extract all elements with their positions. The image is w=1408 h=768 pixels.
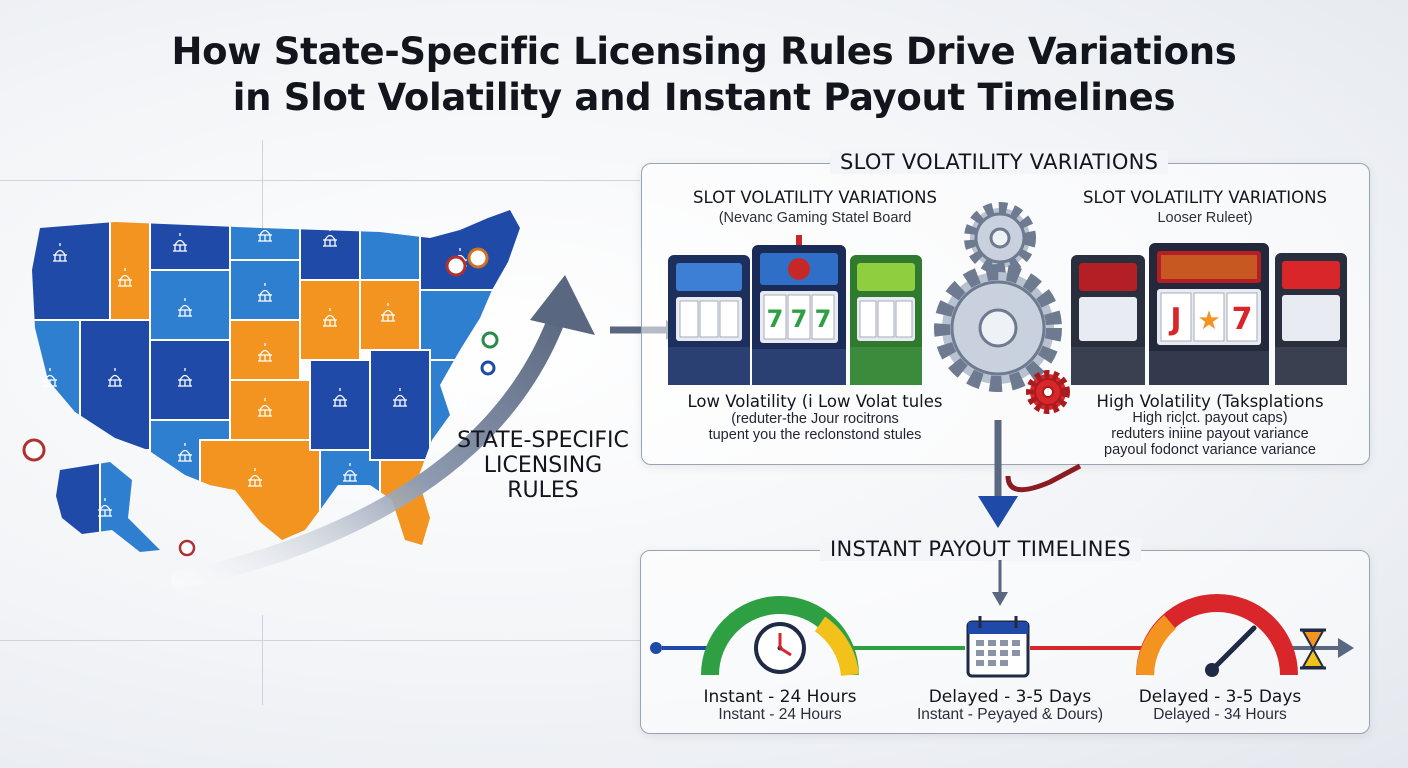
reel-symbol: 7 [767, 305, 784, 333]
low-volatility-caption-title: Low Volatility (i Low Volat tules [687, 392, 943, 411]
reel-symbol: J [1168, 302, 1181, 337]
low-volatility-caption-line: (reduter-the Jour rocitrons [731, 411, 899, 427]
state-seal-icon [445, 255, 467, 277]
slot-machine [1071, 255, 1145, 385]
grid-line [262, 615, 263, 705]
state-seal-icon [178, 539, 196, 557]
state-label-line: STATE-SPECIFIC [457, 428, 629, 453]
payout-item-title: Delayed - 3-5 Days [1138, 687, 1302, 707]
state-licensing-label: STATE-SPECIFIC LICENSING RULES [448, 428, 638, 503]
left-volatility-heading: SLOT VOLATILITY VARIATIONS [693, 188, 937, 207]
slot-machine: 7 7 7 [752, 235, 846, 385]
fast-payout-gauge [701, 596, 859, 677]
swoosh-arrow [171, 275, 595, 589]
map-alaska-region [99, 462, 160, 552]
high-volatility-caption-line: payoul fodonct variance variance [1104, 442, 1316, 458]
high-volatility-caption-line: reduters iniine payout variance [1111, 426, 1309, 442]
payout-panel-title: INSTANT PAYOUT TIMELINES [820, 537, 1141, 561]
page-title-line-2: in Slot Volatility and Instant Payout Ti… [232, 76, 1176, 119]
payout-item-detail: Instant - Peyayed & Dours) [916, 706, 1104, 723]
reel-symbol: 7 [1232, 302, 1253, 337]
payout-item-detail: Instant - 24 Hours [718, 706, 842, 723]
right-volatility-subheading: Looser Ruleet) [1157, 210, 1253, 226]
grid-line [0, 180, 640, 181]
state-seal-icon [481, 331, 499, 349]
us-map [22, 210, 520, 557]
map-state-region [109, 210, 151, 321]
gears-icon [934, 202, 1070, 414]
page-title-line-1: How State-Specific Licensing Rules Drive… [171, 30, 1237, 73]
map-state-region [149, 269, 231, 341]
high-volatility-slot-machines: J ★ 7 [1071, 243, 1347, 385]
map-alaska-region [56, 462, 101, 552]
slot-machine [668, 255, 750, 385]
state-label-line: LICENSING [483, 453, 603, 478]
state-seal-icon [22, 438, 46, 462]
low-volatility-slot-machines: 7 7 7 [668, 235, 922, 385]
right-volatility-heading: SLOT VOLATILITY VARIATIONS [1083, 188, 1327, 207]
slot-machine: J ★ 7 [1149, 243, 1269, 385]
reel-symbol: 7 [791, 305, 808, 333]
calendar-icon [966, 616, 1030, 678]
capitol-icons [43, 223, 467, 517]
grid-line [0, 640, 640, 641]
state-label-line: RULES [507, 478, 579, 503]
left-volatility-subheading: (Nevanc Gaming Statel Board [718, 210, 912, 226]
small-down-arrow [992, 560, 1008, 606]
swoosh-arrow-head [530, 275, 595, 335]
payout-timeline [650, 594, 1354, 678]
state-seal-icon [467, 247, 489, 269]
timeline-start-dot [650, 642, 662, 654]
volatility-panel-title: SLOT VOLATILITY VARIATIONS [830, 150, 1169, 174]
slow-payout-gauge [1136, 594, 1298, 677]
reel-symbol: ★ [1197, 306, 1220, 336]
grid-line [262, 140, 263, 230]
payout-item-detail: Delayed - 34 Hours [1153, 706, 1287, 723]
flow-arrow-down [978, 420, 1082, 528]
hourglass-icon [1300, 628, 1326, 670]
payout-item-title: Instant - 24 Hours [703, 687, 857, 707]
slot-machine [1275, 253, 1347, 385]
reel-symbol: 7 [815, 305, 832, 333]
slot-machine [850, 255, 922, 385]
high-volatility-caption-title: High Volatility (Taksplations [1096, 392, 1324, 411]
high-volatility-caption-line: High ric|ct. payout caps) [1132, 410, 1288, 426]
state-seal-icon [480, 360, 496, 376]
low-volatility-caption-line: tupent you the reclonstond stules [708, 427, 922, 443]
payout-item-title: Delayed - 3-5 Days [928, 687, 1092, 707]
